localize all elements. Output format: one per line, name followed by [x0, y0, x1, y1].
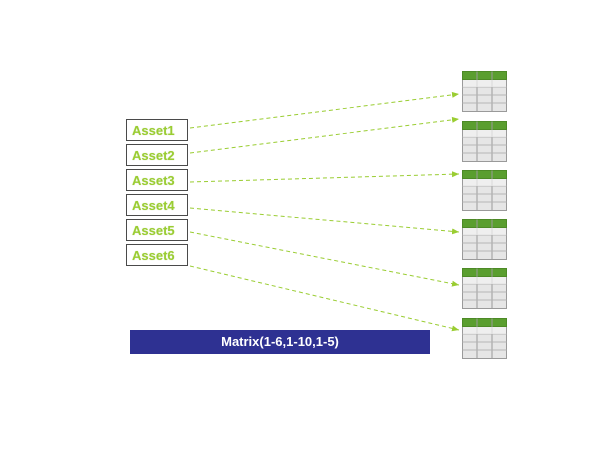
table-icon-6	[462, 318, 507, 359]
arrow-asset2-to-table-2	[189, 116, 460, 154]
table-icon-1	[462, 71, 507, 112]
arrow-asset5-to-table-5	[189, 231, 460, 287]
table-icon-5	[462, 268, 507, 309]
asset-box-4: Asset4	[126, 194, 188, 216]
asset-box-5: Asset5	[126, 219, 188, 241]
arrow-asset3-to-table-3	[189, 171, 460, 183]
asset-box-3: Asset3	[126, 169, 188, 191]
asset-box-6: Asset6	[126, 244, 188, 266]
table-icon-4	[462, 219, 507, 260]
table-icon-3	[462, 170, 507, 211]
arrow-asset6-to-table-6	[189, 265, 460, 332]
asset-box-1: Asset1	[126, 119, 188, 141]
asset-box-2: Asset2	[126, 144, 188, 166]
matrix-label-bar: Matrix(1-6,1-10,1-5)	[130, 330, 430, 354]
table-icon-2	[462, 121, 507, 162]
arrow-asset4-to-table-4	[189, 207, 460, 235]
arrow-asset1-to-table-1	[189, 91, 460, 129]
